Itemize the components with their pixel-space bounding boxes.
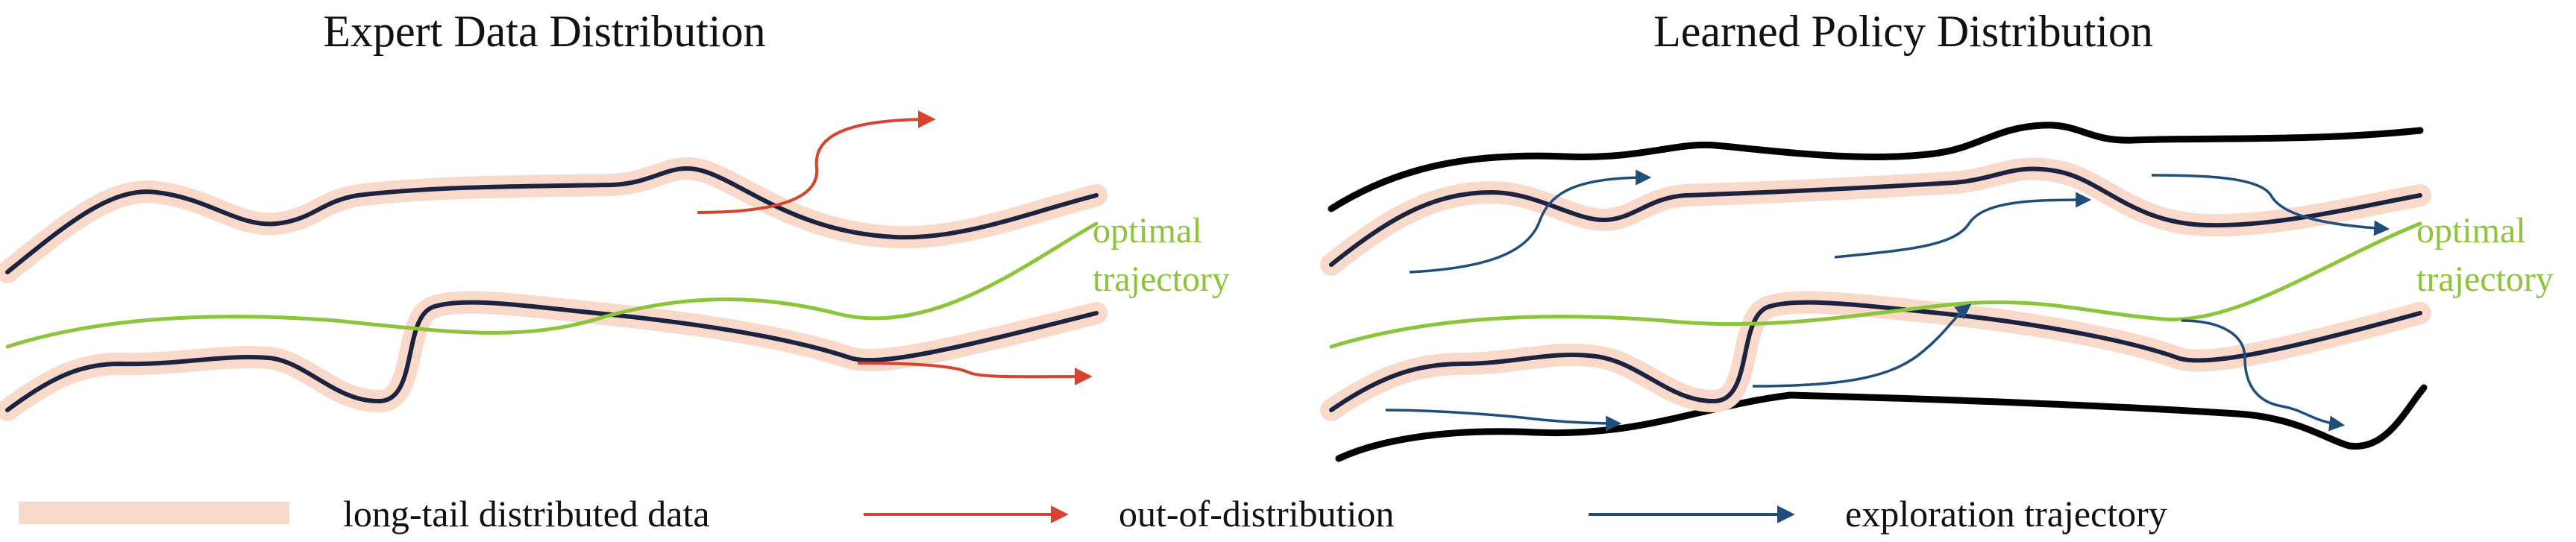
left-optimal-label-line1: optimal: [1093, 211, 1202, 250]
right-upper-long-tail-band: [1320, 157, 2431, 276]
right-exploration-arrow-6: [1385, 409, 1622, 432]
right-exploration-arrow-3: [2151, 174, 2390, 236]
left-panel-title: Expert Data Distribution: [323, 7, 765, 56]
right-policy-upper-boundary: [1328, 122, 2424, 212]
right-exploration-arrow-4: [1752, 303, 1972, 388]
left-ood-arrow-upper: [697, 110, 936, 214]
right-exploration-arrow-5: [2181, 319, 2346, 432]
legend: long-tail distributed data out-of-distri…: [19, 493, 2167, 535]
right-optimal-label-line1: optimal: [2416, 211, 2526, 250]
right-lower-data-trajectory: [1329, 300, 2422, 412]
right-optimal-trajectory: [1329, 221, 2422, 349]
left-upper-data-trajectory: [5, 166, 1099, 274]
left-optimal-label-line2: trajectory: [1093, 259, 1230, 299]
left-panel: Expert Data Distribution optimal traject…: [0, 7, 1230, 421]
right-optimal-label-line2: trajectory: [2416, 259, 2554, 299]
legend-ood-label: out-of-distribution: [1119, 493, 1394, 535]
right-exploration-arrow-2: [1834, 192, 2092, 259]
legend-long-tail-label: long-tail distributed data: [343, 493, 710, 535]
left-lower-data-trajectory: [5, 300, 1099, 412]
right-panel-title: Learned Policy Distribution: [1653, 7, 2153, 56]
right-panel: Learned Policy Distribution optimal traj…: [1320, 7, 2554, 462]
left-ood-arrow-lower: [857, 362, 1093, 386]
legend-exploration-label: exploration trajectory: [1845, 493, 2167, 535]
right-upper-data-trajectory: [1329, 166, 2422, 267]
left-optimal-trajectory: [5, 221, 1099, 349]
right-exploration-arrow-1: [1409, 169, 1652, 274]
right-policy-lower-boundary: [1335, 384, 2428, 462]
